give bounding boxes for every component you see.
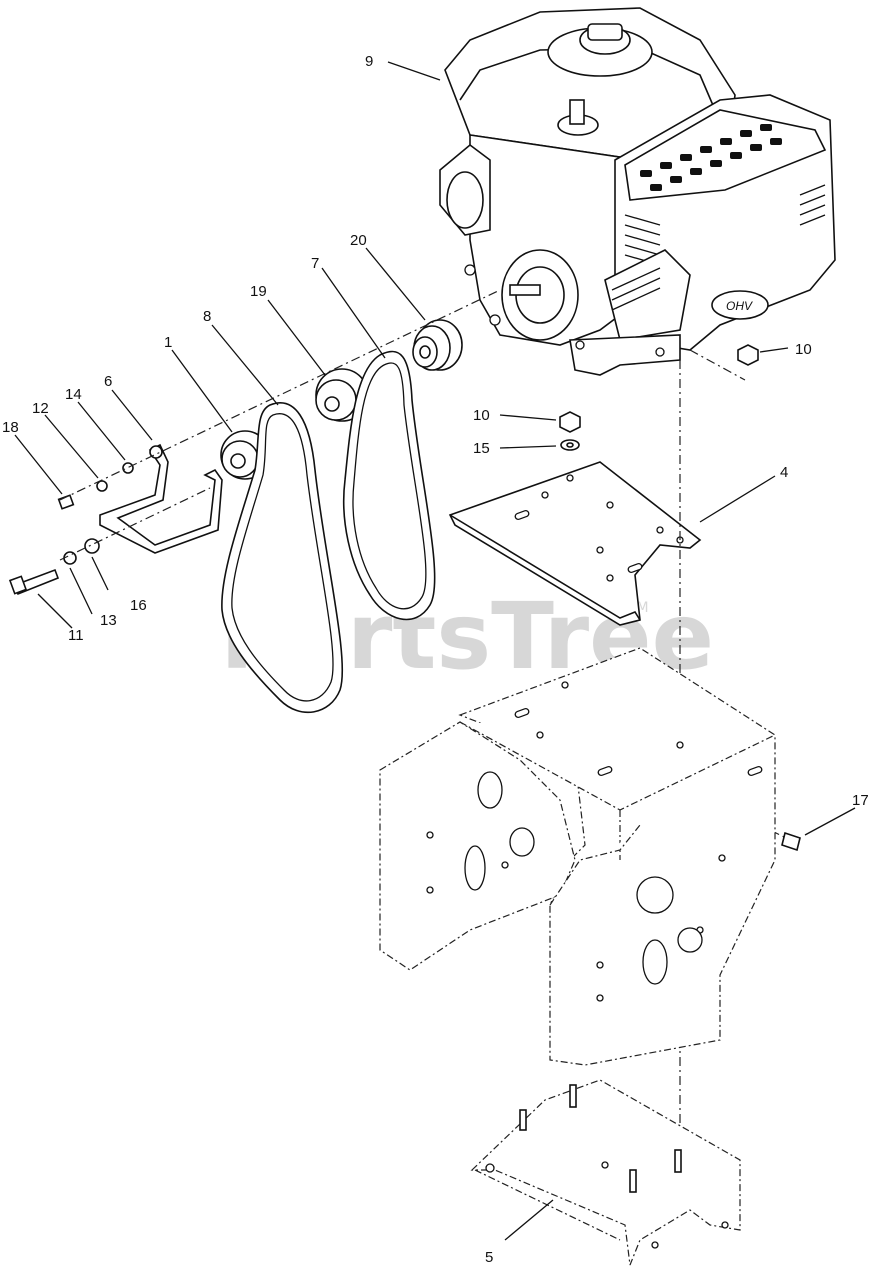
engine: OHV (439, 7, 836, 376)
callout-16: 16 (130, 597, 147, 614)
frame-base-plate (470, 1079, 741, 1266)
callout-4: 4 (780, 464, 788, 481)
nut-10-lower (559, 411, 581, 433)
callout-14: 14 (65, 386, 82, 403)
callout-13: 13 (100, 612, 117, 629)
belt-guide-bracket (99, 443, 223, 554)
callout-15: 15 (473, 440, 490, 457)
callout-17: 17 (852, 792, 869, 809)
callout-18: 18 (2, 419, 19, 436)
callouts: 9 20 7 19 8 1 6 14 12 18 10 10 15 4 16 1… (2, 53, 869, 1266)
engine-badge: OHV (726, 299, 753, 313)
engine-grille (640, 124, 782, 191)
callout-20: 20 (350, 232, 367, 249)
callout-19: 19 (250, 283, 267, 300)
callout-12: 12 (32, 400, 49, 417)
fastener-stack-lower (8, 538, 100, 596)
lower-axis-line (59, 487, 211, 561)
washer-15 (560, 439, 580, 451)
bolt-17 (781, 831, 801, 852)
pulley-axis-line (59, 289, 501, 501)
leader-lines (14, 61, 856, 1241)
callout-1: 1 (164, 334, 172, 351)
frame-housing (379, 647, 776, 1066)
nut-10-upper (737, 344, 759, 366)
callout-6: 6 (104, 373, 112, 390)
engine-mount-plate (448, 461, 702, 626)
callout-11: 11 (68, 627, 84, 644)
callout-5: 5 (485, 1249, 493, 1266)
nut-guide-line (689, 349, 746, 381)
belt-7 (342, 350, 436, 621)
callout-9: 9 (365, 53, 373, 70)
callout-7: 7 (311, 255, 319, 272)
callout-8: 8 (203, 308, 211, 325)
belt-8 (221, 402, 344, 714)
engine-pulley (412, 319, 463, 371)
callout-10-lower: 10 (473, 407, 490, 424)
callout-10-upper: 10 (795, 341, 812, 358)
